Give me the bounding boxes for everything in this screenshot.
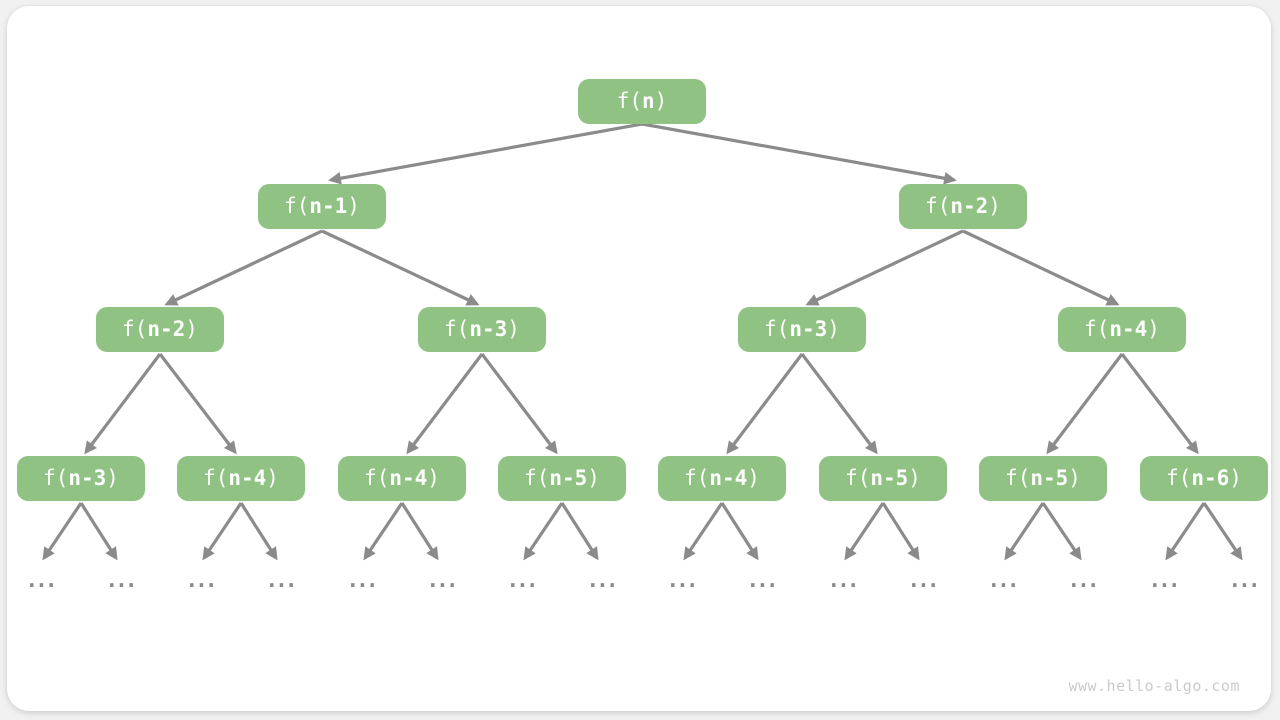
node-label-arg: n-5 xyxy=(870,466,909,490)
node-label-arg: n xyxy=(641,89,655,113)
node-label-prefix: f( xyxy=(845,466,871,490)
node-label-arg: n-2 xyxy=(950,194,989,218)
node-label-arg: n-5 xyxy=(549,466,588,490)
node-label-prefix: f( xyxy=(925,194,951,218)
node-label-arg: n-1 xyxy=(309,194,348,218)
ellipsis-leaf: ... xyxy=(346,568,379,592)
ellipsis-leaf: ... xyxy=(907,568,940,592)
tree-node-root: f(n) xyxy=(578,79,706,124)
node-label-suffix: ) xyxy=(1068,466,1081,490)
ellipsis-leaf: ... xyxy=(987,568,1020,592)
ellipsis-leaf: ... xyxy=(426,568,459,592)
tree-node: f(n-4) xyxy=(658,456,786,501)
ellipsis-leaf: ... xyxy=(1067,568,1100,592)
ellipsis-leaf: ... xyxy=(105,568,138,592)
node-label-prefix: f( xyxy=(524,466,550,490)
node-label-suffix: ) xyxy=(185,317,198,341)
node-label-prefix: f( xyxy=(1166,466,1192,490)
tree-node: f(n-2) xyxy=(96,307,224,352)
node-label-prefix: f( xyxy=(764,317,790,341)
ellipsis-leaf: ... xyxy=(265,568,298,592)
watermark-text: www.hello-algo.com xyxy=(1068,677,1240,695)
node-label-arg: n-4 xyxy=(1109,317,1148,341)
node-label-prefix: f( xyxy=(684,466,710,490)
ellipsis-leaf: ... xyxy=(1148,568,1181,592)
ellipsis-leaf: ... xyxy=(746,568,779,592)
node-label-arg: n-3 xyxy=(789,317,828,341)
node-label-suffix: ) xyxy=(266,466,279,490)
node-label-arg: n-4 xyxy=(389,466,428,490)
node-label-prefix: f( xyxy=(43,466,69,490)
tree-node: f(n-1) xyxy=(258,184,386,229)
node-label-prefix: f( xyxy=(364,466,390,490)
ellipsis-leaf: ... xyxy=(666,568,699,592)
tree-node: f(n-5) xyxy=(819,456,947,501)
ellipsis-leaf: ... xyxy=(185,568,218,592)
ellipsis-leaf: ... xyxy=(827,568,860,592)
tree-node: f(n-3) xyxy=(418,307,546,352)
node-label-prefix: f( xyxy=(284,194,310,218)
node-label-prefix: f( xyxy=(122,317,148,341)
ellipsis-leaf: ... xyxy=(506,568,539,592)
tree-node: f(n-3) xyxy=(17,456,145,501)
node-label-arg: n-4 xyxy=(228,466,267,490)
node-label-suffix: ) xyxy=(988,194,1001,218)
node-label-suffix: ) xyxy=(106,466,119,490)
tree-node: f(n-3) xyxy=(738,307,866,352)
node-label-prefix: f( xyxy=(616,89,642,113)
tree-node: f(n-5) xyxy=(498,456,626,501)
tree-node: f(n-6) xyxy=(1140,456,1268,501)
node-label-arg: n-4 xyxy=(709,466,748,490)
node-label-suffix: ) xyxy=(747,466,760,490)
ellipsis-leaf: ... xyxy=(586,568,619,592)
node-label-suffix: ) xyxy=(1229,466,1242,490)
node-label-suffix: ) xyxy=(654,89,668,113)
node-label-prefix: f( xyxy=(203,466,229,490)
node-label-prefix: f( xyxy=(1005,466,1031,490)
tree-node: f(n-4) xyxy=(1058,307,1186,352)
node-label-suffix: ) xyxy=(347,194,360,218)
node-label-suffix: ) xyxy=(587,466,600,490)
ellipsis-leaf: ... xyxy=(25,568,58,592)
node-label-arg: n-3 xyxy=(68,466,107,490)
node-label-arg: n-6 xyxy=(1191,466,1230,490)
node-label-arg: n-3 xyxy=(469,317,508,341)
node-label-suffix: ) xyxy=(908,466,921,490)
tree-node: f(n-4) xyxy=(338,456,466,501)
node-label-prefix: f( xyxy=(1084,317,1110,341)
node-label-suffix: ) xyxy=(507,317,520,341)
tree-node: f(n-4) xyxy=(177,456,305,501)
ellipsis-leaf: ... xyxy=(1228,568,1261,592)
node-label-suffix: ) xyxy=(827,317,840,341)
node-label-suffix: ) xyxy=(427,466,440,490)
tree-node: f(n-5) xyxy=(979,456,1107,501)
node-label-arg: n-2 xyxy=(147,317,186,341)
node-label-arg: n-5 xyxy=(1030,466,1069,490)
node-label-suffix: ) xyxy=(1147,317,1160,341)
node-label-prefix: f( xyxy=(444,317,470,341)
tree-node: f(n-2) xyxy=(899,184,1027,229)
